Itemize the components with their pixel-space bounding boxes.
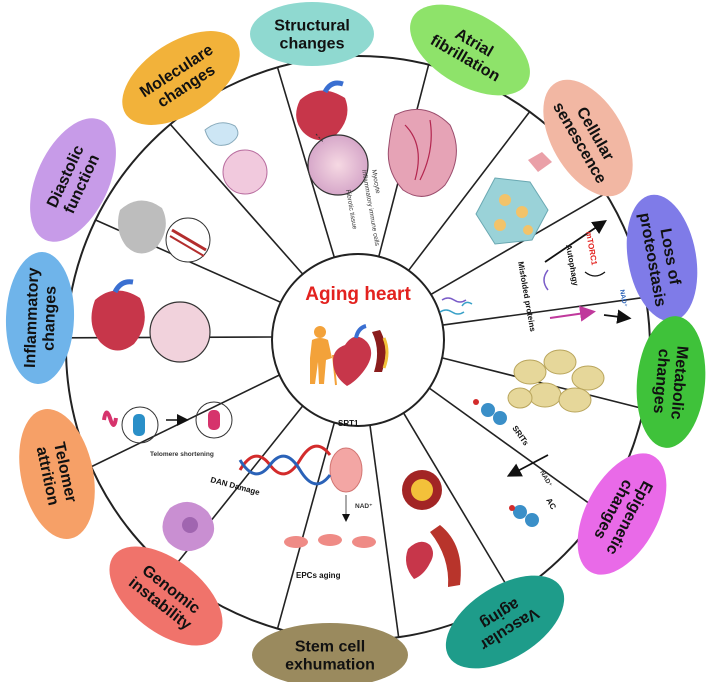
spoke-line [407,111,531,271]
hallmark-vascular-bubble [445,575,565,669]
nad-stem-label: NAD⁺ [355,503,373,510]
center-title: Aging heart [305,284,411,305]
hallmark-telomer: Telomerattrition [19,409,95,539]
hallmark-proteostasis-bubble [626,194,698,322]
spoke-line [169,123,304,275]
hallmark-epigenetic: Epigeneticchanges [577,453,667,575]
hallmark-inflammatory: Inflammatorychanges [5,252,75,384]
spoke-line [276,422,336,629]
myocyte-label: Myocyte [370,169,381,194]
hallmark-genomic-bubble [109,546,223,646]
hallmark-structural-bubble [250,2,374,66]
structural-illustration [296,80,369,196]
hallmark-genomic: Genomicinstability [109,546,223,646]
vascular-illustration [402,470,461,587]
hallmark-metabolic-label: Metabolicchanges [649,344,690,421]
spoke-line [430,192,607,296]
senescence-illustration [475,152,552,245]
hallmark-epigenetic-bubble [577,453,667,575]
spoke-line [428,387,601,512]
hallmark-proteostasis: Loss ofproteostasis [626,194,698,322]
center-vessel-icon [372,330,389,372]
hallmark-metabolic: Metabolicchanges [636,316,706,448]
hallmark-atrial: Atrialfibrillation [410,4,530,96]
hallmark-inflammatory-label: Inflammatorychanges [22,267,60,369]
hallmark-moleculare: Molecularechanges [122,31,240,125]
hallmark-diastolic: Diastolicfunction [30,118,116,242]
spoke-line [276,67,336,258]
stem-cell-illustration [284,447,376,548]
hallmark-diastolic-bubble [30,118,116,242]
hallmark-senescence-bubble [543,79,633,197]
inflammatory-illustration [91,279,211,363]
genomic-illustration [162,444,332,552]
spoke-line [369,425,400,638]
center-heart-icon [333,324,372,386]
nad-proteostasis-label: NAD⁺ [618,289,628,307]
atrial-illustration [387,108,457,197]
epcs-aging-label: EPCs aging [296,571,341,580]
telomere-illustration [102,401,233,444]
proteostasis-illustration [439,219,632,324]
diastolic-illustration [118,200,211,263]
hallmark-atrial-bubble [410,4,530,96]
epigenetic-illustration [473,399,549,527]
srt1-label: SRT1 [338,419,359,428]
hallmark-vascular: Vascularaging [445,575,565,669]
hallmark-senescence: Cellularsenescence [543,79,633,197]
moleculare-illustration [204,122,268,195]
hallmark-moleculare-bubble [122,31,240,125]
hallmark-inflammatory-bubble [5,252,75,384]
hallmark-telomer-bubble [19,409,95,539]
spoke-line [402,412,514,597]
metabolic-illustration [507,349,605,413]
spoke-line [442,296,646,326]
telomere-shortening-label: Telomere shortening [150,451,214,458]
hallmark-stemcell-bubble [252,623,408,687]
hallmark-metabolic-bubble [636,316,706,448]
